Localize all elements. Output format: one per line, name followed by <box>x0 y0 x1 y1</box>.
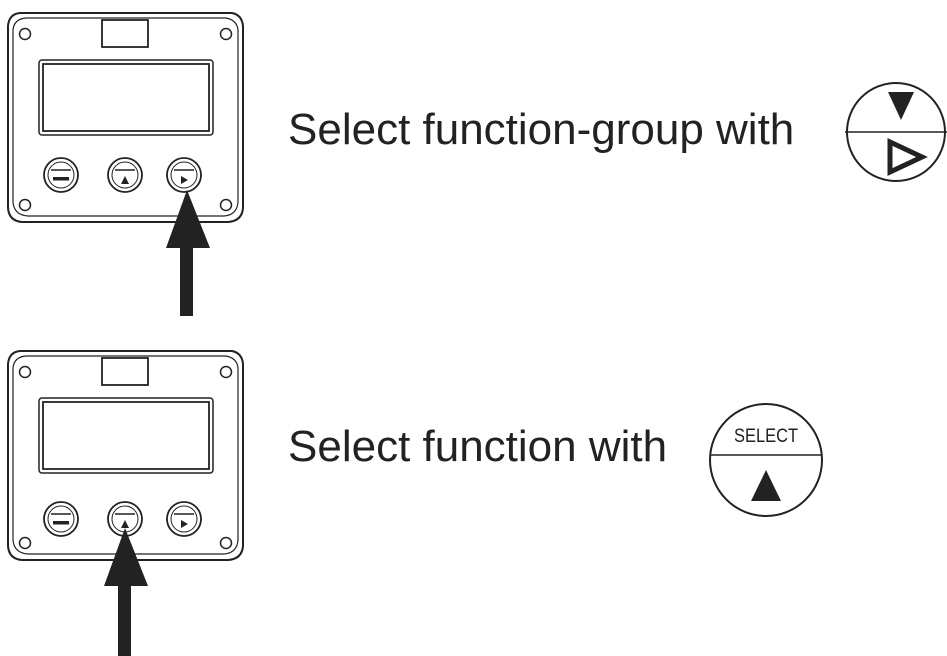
screw-top-right <box>219 365 233 379</box>
screw-top-left <box>18 27 32 41</box>
down-right-key-icon <box>845 82 947 182</box>
device-inner-frame <box>12 17 239 217</box>
device-outer-frame <box>7 12 244 223</box>
screw-top-left <box>18 365 32 379</box>
select-up-key-icon: SELECT <box>709 403 823 517</box>
display-bezel <box>38 397 214 474</box>
arrow-to-right-button <box>166 190 210 316</box>
instruction-text-step2: Select function with <box>288 422 668 471</box>
device-outer-frame <box>7 350 244 561</box>
display-screen <box>42 63 210 132</box>
screw-bottom-right <box>219 536 233 550</box>
device-panel-step1 <box>6 12 246 227</box>
display-screen <box>42 401 210 470</box>
label-window <box>101 357 149 386</box>
screw-bottom-left <box>18 198 32 212</box>
instruction-text-step1: Select function-group with <box>288 105 795 154</box>
screw-top-right <box>219 27 233 41</box>
arrow-to-middle-button <box>104 528 148 656</box>
middle-button[interactable] <box>107 157 143 193</box>
display-bezel <box>38 59 214 136</box>
left-button[interactable] <box>43 501 79 537</box>
device-inner-frame <box>12 355 239 555</box>
right-button[interactable] <box>166 501 202 537</box>
screw-bottom-left <box>18 536 32 550</box>
label-window <box>101 19 149 48</box>
left-button[interactable] <box>43 157 79 193</box>
select-key-label: SELECT <box>734 426 798 447</box>
right-button[interactable] <box>166 157 202 193</box>
screw-bottom-right <box>219 198 233 212</box>
